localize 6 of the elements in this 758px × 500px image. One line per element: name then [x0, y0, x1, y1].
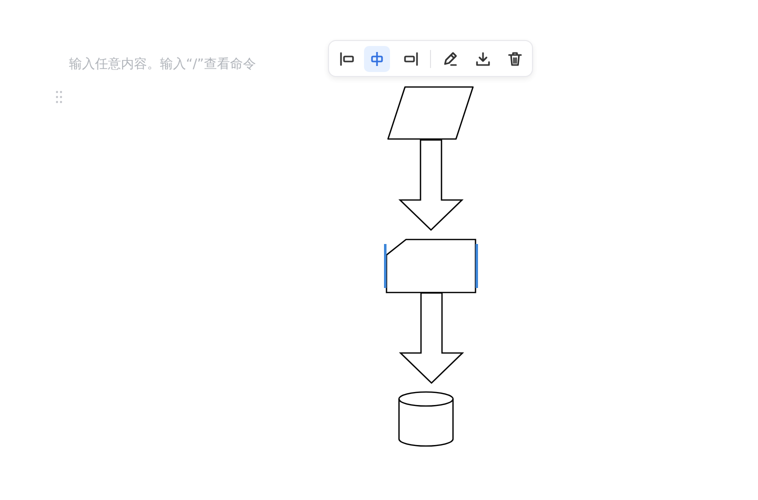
placeholder-text: 输入任意内容。输入“/”查看命令 [69, 56, 256, 73]
block-arrow [398, 292, 464, 384]
block-arrow [398, 139, 464, 231]
parallelogram-shape [387, 86, 474, 140]
card-shape [386, 239, 476, 293]
cylinder-shape [398, 392, 454, 446]
